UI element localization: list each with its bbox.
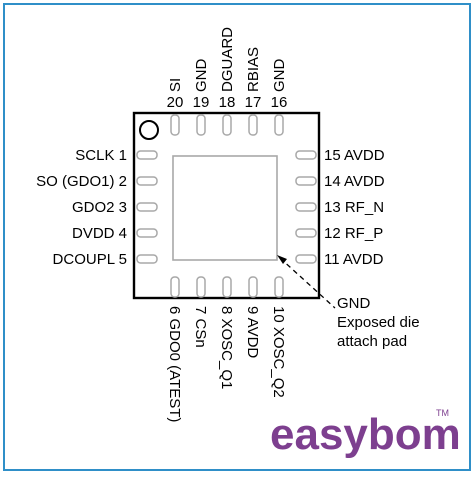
brand-trademark: TM — [436, 408, 449, 418]
pin-name-18: DGUARD — [219, 27, 236, 92]
pin-pads — [136, 114, 317, 298]
pad-pin-8 — [222, 276, 232, 298]
pin-name-19: GND — [193, 59, 210, 93]
pin-name-16: GND — [271, 59, 288, 93]
pin1-marker — [139, 120, 159, 140]
exposed-die-pad — [172, 155, 278, 261]
pad-pin-19 — [196, 114, 206, 136]
pin-label-7: 7 CSn — [192, 306, 209, 348]
pad-pin-3 — [136, 202, 158, 212]
pin-label-8: 8 XOSC_Q1 — [218, 306, 235, 389]
pin-label-6: 6 GDO0 (ATEST) — [166, 306, 183, 422]
pad-pin-20 — [170, 114, 180, 136]
pad-pin-16 — [274, 114, 284, 136]
pad-pin-13 — [295, 202, 317, 212]
die-pad-leader — [279, 257, 336, 309]
leader-arrowhead — [277, 255, 287, 264]
pin-number-19: 19 — [193, 94, 210, 111]
die-pad-note-gnd: GND — [337, 295, 371, 312]
pad-pin-15 — [295, 150, 317, 160]
pin-labels: SCLK 1 SO (GDO1) 2 GDO2 3 DVDD 4 DCOUPL 5 11 … — [36, 27, 385, 423]
pad-pin-12 — [295, 228, 317, 238]
pin-label-9: 9 AVDD — [244, 306, 261, 358]
pad-pin-1 — [136, 150, 158, 160]
pad-pin-7 — [196, 276, 206, 298]
pad-pin-2 — [136, 176, 158, 186]
pin-label-2: SO (GDO1) 2 — [36, 173, 127, 190]
pin-number-17: 17 — [245, 94, 262, 111]
pin-label-11: 11 AVDD — [324, 251, 384, 268]
pin-name-17: RBIAS — [245, 47, 262, 92]
pin-number-20: 20 — [167, 94, 184, 111]
pin-number-16: 16 — [271, 94, 288, 111]
brand-watermark: easybom — [270, 410, 461, 459]
pin-label-10: 10 XOSC_Q2 — [270, 306, 287, 398]
pin-name-20: SI — [167, 78, 184, 92]
pad-pin-4 — [136, 228, 158, 238]
pad-pin-17 — [248, 114, 258, 136]
pad-pin-9 — [248, 276, 258, 298]
pin-label-15: 15 AVDD — [324, 147, 385, 164]
pad-pin-14 — [295, 176, 317, 186]
pad-pin-10 — [274, 276, 284, 298]
pin-label-5: DCOUPL 5 — [53, 251, 127, 268]
pin-number-18: 18 — [219, 94, 236, 111]
pin-label-1: SCLK 1 — [75, 147, 127, 164]
pad-pin-5 — [136, 254, 158, 264]
pad-pin-18 — [222, 114, 232, 136]
package-body — [132, 111, 321, 300]
pin-label-12: 12 RF_P — [324, 225, 383, 242]
die-pad-note-attach: attach pad — [337, 333, 407, 350]
pin-label-4: DVDD 4 — [72, 225, 127, 242]
pad-pin-11 — [295, 254, 317, 264]
die-pad-note-exposed: Exposed die — [337, 314, 420, 331]
pin-label-3: GDO2 3 — [72, 199, 127, 216]
pad-pin-6 — [170, 276, 180, 298]
image-frame — [3, 3, 471, 471]
pin-label-14: 14 AVDD — [324, 173, 385, 190]
pin-label-13: 13 RF_N — [324, 199, 384, 216]
